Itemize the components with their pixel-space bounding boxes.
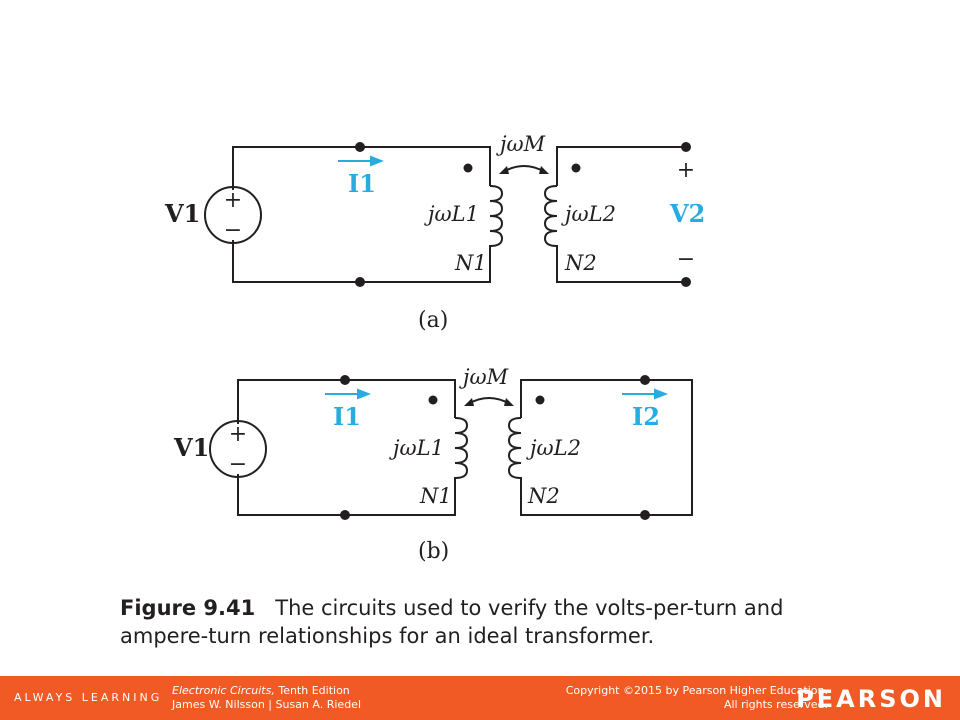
b-current-label-2: I2	[632, 402, 660, 431]
a-primary-coil	[489, 185, 504, 247]
b-current-label-1: I1	[333, 402, 361, 431]
b-mutual-arc	[467, 397, 511, 405]
a-terminal-dot	[355, 277, 365, 287]
b-primary-coil	[454, 417, 469, 479]
b-panel-label: (b)	[418, 539, 449, 564]
b-secondary-turns: N2	[527, 484, 560, 508]
footer-book-authors: James W. Nilsson | Susan A. Riedel	[172, 698, 361, 711]
b-mutual-label: jωM	[459, 365, 509, 389]
b-terminal-dot	[640, 510, 650, 520]
a-polarity-dot	[571, 163, 581, 173]
a-terminal-dot	[681, 277, 691, 287]
a-primary-turns: N1	[454, 251, 487, 275]
footer-copyright: Copyright ©2015 by Pearson Higher Educat…	[566, 684, 828, 712]
a-secondary-wire	[556, 146, 686, 283]
b-secondary-coil	[507, 417, 522, 479]
a-polarity-dot	[463, 163, 473, 173]
b-terminal-dot	[340, 375, 350, 385]
a-source-label: V1	[164, 199, 200, 228]
figure-caption: Figure 9.41 The circuits used to verify …	[120, 594, 860, 650]
a-mutual-label: jωM	[496, 132, 546, 156]
a-current-label: I1	[348, 169, 376, 198]
b-current-arrowhead-2	[654, 388, 668, 400]
a-primary-inductance: jωL1	[424, 202, 479, 226]
a-secondary-turns: N2	[564, 251, 597, 275]
footer-bar: ALWAYS LEARNING Electronic Circuits, Ten…	[0, 676, 960, 720]
b-mutual-arrowhead-right	[504, 398, 514, 406]
a-mutual-arrowhead-right	[539, 166, 549, 174]
circuit-diagram: + − V1 I1 jωM jωL1 jωL2 N1 N2 + V2 − (a)	[164, 132, 705, 564]
footer-book-info: Electronic Circuits, Tenth Edition James…	[172, 684, 361, 712]
figure-number: Figure 9.41	[120, 596, 256, 620]
footer-book-edition: Tenth Edition	[278, 684, 350, 697]
a-mutual-arc	[502, 165, 546, 173]
b-secondary-wire	[520, 379, 693, 516]
figure-b: + − V1 I1 I2 jωM jωL1 jωL2 N1 N2 (b)	[173, 365, 693, 564]
footer-book-title: Electronic Circuits,	[172, 684, 275, 697]
b-secondary-inductance: jωL2	[526, 436, 581, 460]
b-voltage-source	[209, 420, 267, 478]
b-polarity-dot	[428, 395, 438, 405]
figure-a: + − V1 I1 jωM jωL1 jωL2 N1 N2 + V2 − (a)	[164, 132, 705, 333]
b-source-minus: −	[229, 452, 247, 477]
footer-tagline: ALWAYS LEARNING	[14, 691, 163, 704]
a-secondary-inductance: jωL2	[561, 202, 616, 226]
a-voltage-source	[204, 186, 262, 244]
a-output-voltage: V2	[669, 199, 705, 228]
b-primary-inductance: jωL1	[389, 436, 444, 460]
b-source-label: V1	[173, 433, 209, 462]
footer-copyright-line1: Copyright ©2015 by Pearson Higher Educat…	[565, 684, 828, 697]
b-source-plus: +	[229, 422, 247, 447]
pearson-logo: PEARSON	[796, 685, 946, 713]
footer-copyright-line2: All rights reserved.	[723, 698, 828, 711]
caption-text: The circuits used to verify the volts-pe…	[120, 596, 784, 648]
a-terminal-dot	[355, 142, 365, 152]
a-source-minus: −	[224, 218, 242, 243]
a-current-arrowhead	[370, 155, 384, 167]
a-output-plus: +	[677, 158, 695, 183]
a-secondary-coil	[543, 185, 558, 247]
a-output-minus: −	[677, 247, 695, 272]
a-panel-label: (a)	[418, 308, 448, 333]
b-mutual-arrowhead-left	[464, 398, 474, 406]
a-terminal-dot	[681, 142, 691, 152]
b-terminal-dot	[340, 510, 350, 520]
b-primary-turns: N1	[419, 484, 452, 508]
a-source-plus: +	[224, 188, 242, 213]
b-terminal-dot	[640, 375, 650, 385]
a-mutual-arrowhead-left	[499, 166, 509, 174]
b-current-arrowhead-1	[357, 388, 371, 400]
b-polarity-dot	[535, 395, 545, 405]
